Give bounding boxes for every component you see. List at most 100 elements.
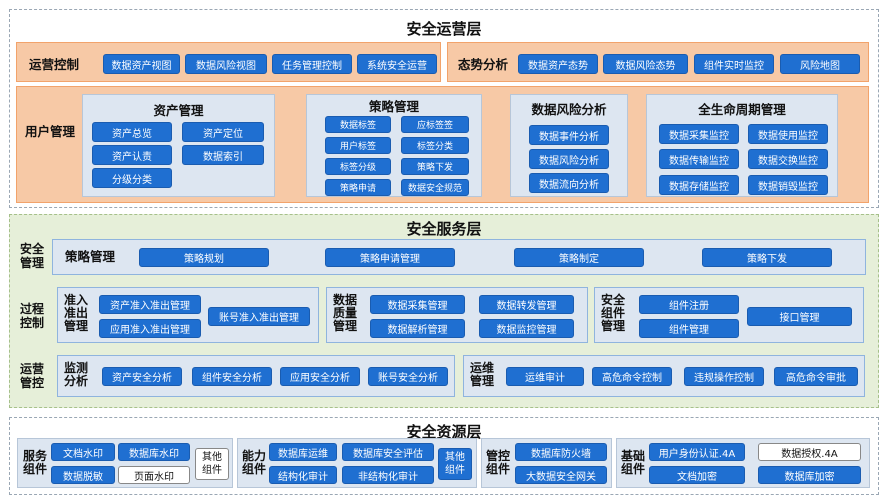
capability-comp-label: 能力组件 (242, 449, 267, 476)
maint-item[interactable]: 违规操作控制 (684, 367, 764, 386)
service-comp-item[interactable]: 其他组件 (195, 448, 229, 480)
asset-item[interactable]: 资产认责 (92, 145, 172, 165)
capability-comp-item[interactable]: 结构化审计 (269, 466, 337, 484)
base-comp-item[interactable]: 文档加密 (649, 466, 745, 484)
asset-title: 资产管理 (153, 103, 204, 118)
asset-box: 资产管理 资产总览 资产定位 资产认责 数据索引 分级分类 (82, 94, 275, 197)
base-comp-item[interactable]: 数据库加密 (758, 466, 861, 484)
policy-box: 策略管理 数据标签 应标签签 用户标签 标签分类 标签分级 策略下发 策略申请 … (306, 94, 482, 197)
lifecycle-item[interactable]: 数据销毁监控 (748, 175, 828, 195)
quality-label: 数据质量管理 (333, 293, 358, 333)
lifecycle-item[interactable]: 数据交换监控 (748, 149, 828, 169)
security-label: 安全管理 (19, 242, 44, 270)
component-label: 安全组件管理 (601, 293, 626, 333)
lifecycle-item[interactable]: 数据传输监控 (659, 149, 739, 169)
access-item[interactable]: 资产准入准出管理 (99, 295, 201, 314)
policy-item[interactable]: 策略下发 (401, 158, 469, 175)
security-item[interactable]: 策略制定 (514, 248, 644, 267)
service-comp-item[interactable]: 数据脱敏 (51, 466, 115, 484)
service-comp-item[interactable]: 数据库水印 (118, 443, 190, 461)
asset-item[interactable]: 资产总览 (92, 122, 172, 142)
maint-label: 运维管理 (470, 361, 495, 388)
component-item[interactable]: 接口管理 (747, 307, 852, 326)
service-comp-item[interactable]: 文档水印 (51, 443, 115, 461)
capability-comp-box: 能力组件 数据库运维 数据库安全评估 其他组件 结构化审计 非结构化审计 (237, 438, 477, 488)
policy-item[interactable]: 标签分级 (325, 158, 391, 175)
security-sub-label: 策略管理 (65, 249, 116, 264)
security-item[interactable]: 策略下发 (702, 248, 832, 267)
risk-item[interactable]: 数据流向分析 (529, 173, 609, 193)
lifecycle-box: 全生命周期管理 数据采集监控 数据使用监控 数据传输监控 数据交换监控 数据存储… (646, 94, 838, 197)
asset-item[interactable]: 数据索引 (182, 145, 264, 165)
capability-comp-item[interactable]: 非结构化审计 (342, 466, 434, 484)
component-item[interactable]: 组件注册 (639, 295, 739, 314)
security-panel: 策略管理 策略规划 策略申请管理 策略制定 策略下发 (52, 239, 866, 275)
ops-control-item[interactable]: 数据风险视图 (185, 54, 267, 74)
policy-title: 策略管理 (368, 99, 419, 114)
base-comp-item[interactable]: 用户身份认证.4A (649, 443, 745, 461)
quality-item[interactable]: 数据转发管理 (479, 295, 574, 314)
access-label: 准入准出管理 (64, 293, 89, 333)
base-comp-label: 基础组件 (621, 449, 646, 476)
ops-control-item[interactable]: 系统安全运营 (357, 54, 437, 74)
maint-item[interactable]: 运维审计 (506, 367, 584, 386)
process-label: 过程控制 (19, 302, 44, 330)
user-mgmt-label: 用户管理 (25, 124, 76, 139)
ops-control-label: 运营控制 (29, 57, 80, 72)
ops-layer-title: 安全运营层 (406, 20, 482, 38)
component-item[interactable]: 组件管理 (639, 319, 739, 338)
lifecycle-item[interactable]: 数据使用监控 (748, 124, 828, 144)
asset-item[interactable]: 资产定位 (182, 122, 264, 142)
base-comp-box: 基础组件 用户身份认证.4A 数据授权.4A 文档加密 数据库加密 (616, 438, 870, 488)
policy-item[interactable]: 数据安全规范 (401, 179, 469, 196)
monitor-item[interactable]: 组件安全分析 (192, 367, 272, 386)
access-item[interactable]: 应用准入准出管理 (99, 319, 201, 338)
security-item[interactable]: 策略规划 (139, 248, 269, 267)
service-layer-title: 安全服务层 (406, 220, 482, 238)
access-panel: 准入准出管理 资产准入准出管理 应用准入准出管理 账号准入准出管理 (57, 287, 319, 343)
situation-item[interactable]: 风险地图 (780, 54, 860, 74)
capability-comp-item[interactable]: 数据库安全评估 (342, 443, 434, 461)
quality-item[interactable]: 数据采集管理 (370, 295, 465, 314)
control-comp-item[interactable]: 数据库防火墙 (515, 443, 607, 461)
quality-item[interactable]: 数据监控管理 (479, 319, 574, 338)
policy-item[interactable]: 数据标签 (325, 116, 391, 133)
control-comp-item[interactable]: 大数据安全网关 (515, 466, 607, 484)
quality-panel: 数据质量管理 数据采集管理 数据转发管理 数据解析管理 数据监控管理 (326, 287, 588, 343)
maint-panel: 运维管理 运维审计 高危命令控制 违规操作控制 高危命令审批 (463, 355, 865, 397)
lifecycle-item[interactable]: 数据存储监控 (659, 175, 739, 195)
resource-layer-title: 安全资源层 (406, 423, 482, 441)
monitor-item[interactable]: 账号安全分析 (368, 367, 448, 386)
risk-item[interactable]: 数据风险分析 (529, 149, 609, 169)
policy-item[interactable]: 用户标签 (325, 137, 391, 154)
lifecycle-title: 全生命周期管理 (698, 102, 786, 117)
maint-item[interactable]: 高危命令审批 (774, 367, 858, 386)
ops-control-item[interactable]: 任务管理控制 (272, 54, 352, 74)
component-panel: 安全组件管理 组件注册 组件管理 接口管理 (594, 287, 864, 343)
service-comp-item[interactable]: 页面水印 (118, 466, 190, 484)
situation-item[interactable]: 数据资产态势 (518, 54, 598, 74)
service-comp-label: 服务组件 (23, 449, 48, 476)
monitor-item[interactable]: 资产安全分析 (102, 367, 182, 386)
monitor-panel: 监测分析 资产安全分析 组件安全分析 应用安全分析 账号安全分析 (57, 355, 455, 397)
asset-item[interactable]: 分级分类 (92, 168, 172, 188)
risk-item[interactable]: 数据事件分析 (529, 125, 609, 145)
situation-label: 态势分析 (458, 57, 509, 72)
policy-item[interactable]: 策略申请 (325, 179, 391, 196)
capability-comp-item[interactable]: 其他组件 (438, 448, 472, 480)
policy-item[interactable]: 应标签签 (401, 116, 469, 133)
base-comp-item[interactable]: 数据授权.4A (758, 443, 861, 461)
monitor-item[interactable]: 应用安全分析 (280, 367, 360, 386)
risk-title: 数据风险分析 (531, 102, 607, 117)
policy-item[interactable]: 标签分类 (401, 137, 469, 154)
quality-item[interactable]: 数据解析管理 (370, 319, 465, 338)
access-item[interactable]: 账号准入准出管理 (208, 307, 310, 326)
capability-comp-item[interactable]: 数据库运维 (269, 443, 337, 461)
maint-item[interactable]: 高危命令控制 (592, 367, 672, 386)
situation-item[interactable]: 组件实时监控 (694, 54, 774, 74)
monitor-label: 监测分析 (64, 361, 89, 388)
lifecycle-item[interactable]: 数据采集监控 (659, 124, 739, 144)
security-item[interactable]: 策略申请管理 (325, 248, 455, 267)
ops-control-item[interactable]: 数据资产视图 (103, 54, 180, 74)
situation-item[interactable]: 数据风险态势 (603, 54, 688, 74)
